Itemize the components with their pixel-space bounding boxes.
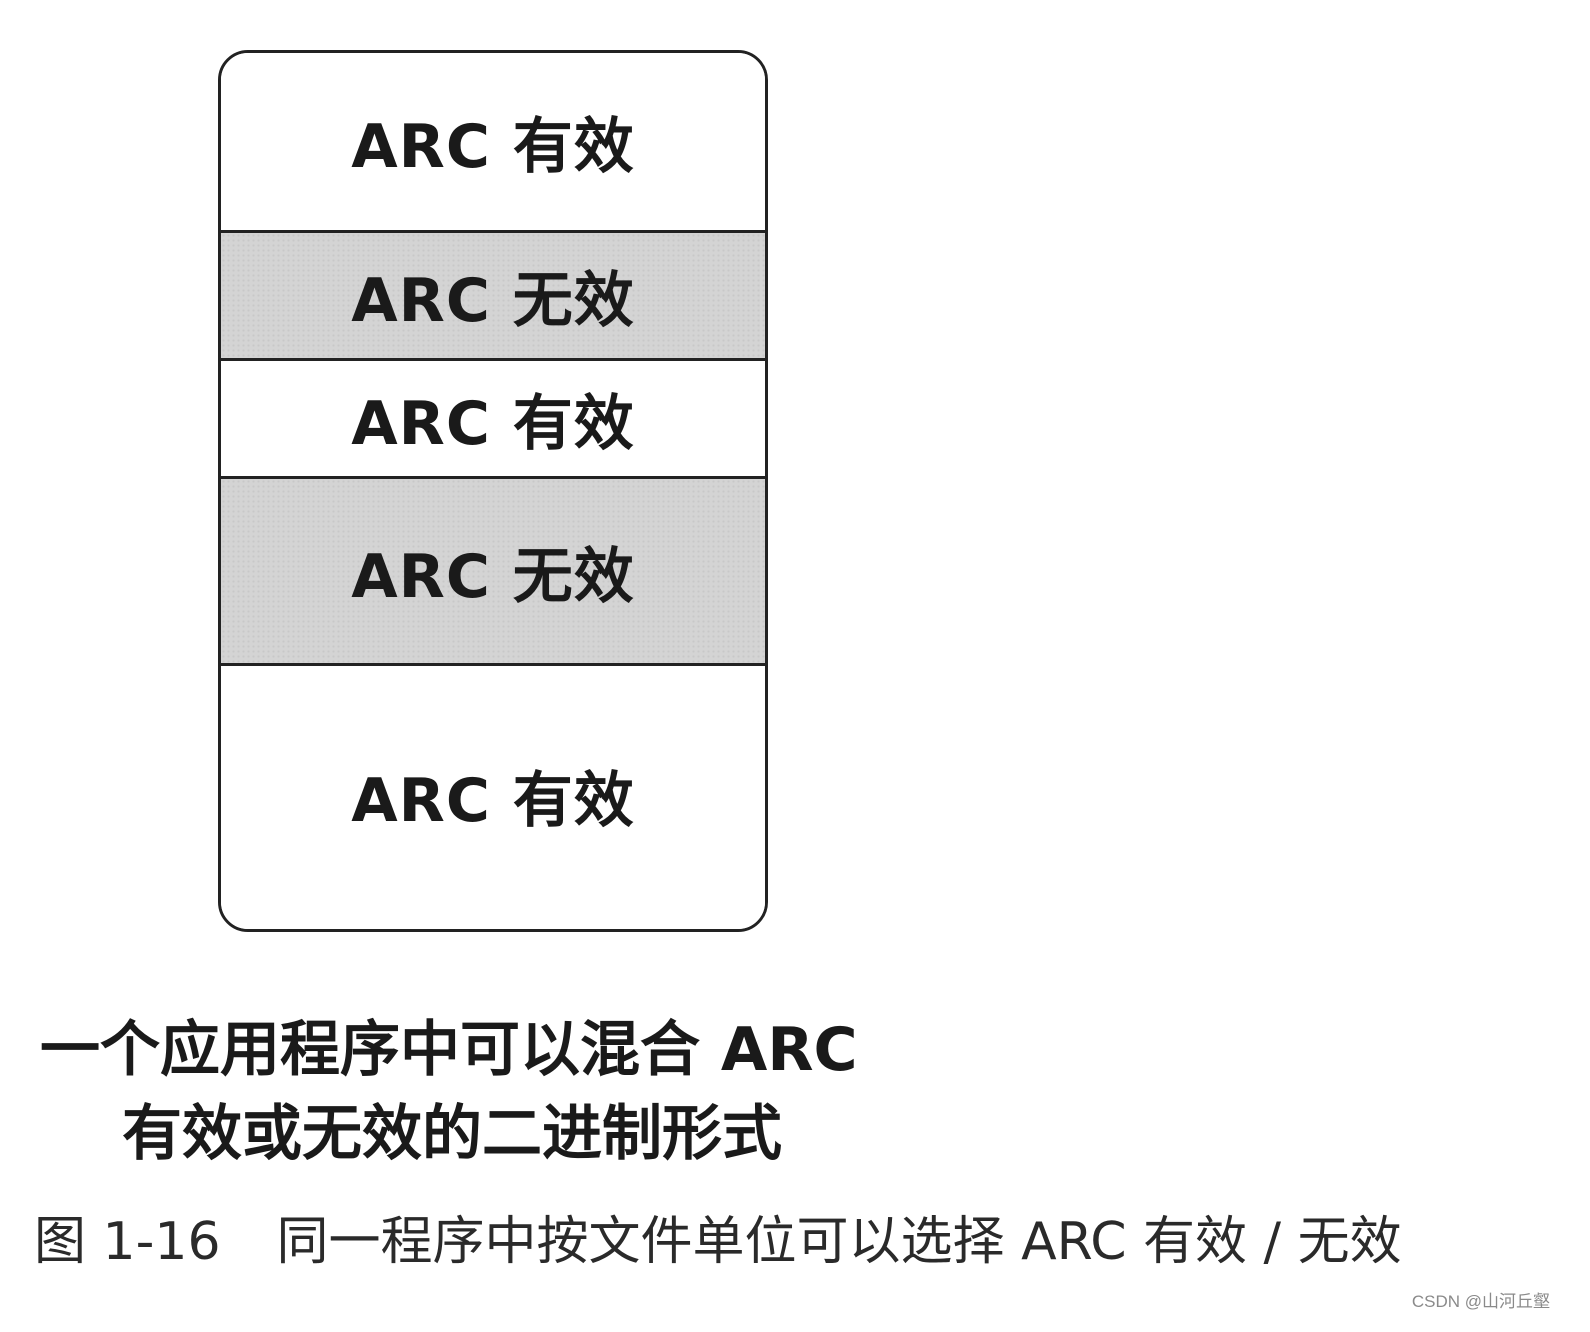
segment-arc-enabled: ARC 有效 <box>221 53 765 230</box>
binary-stack: ARC 有效 ARC 无效 ARC 有效 ARC 无效 ARC 有效 <box>218 50 768 932</box>
figure-number: 图 1-16 <box>34 1212 221 1272</box>
segment-arc-disabled: ARC 无效 <box>221 476 765 663</box>
segment-arc-enabled: ARC 有效 <box>221 663 765 929</box>
diagram-note: 一个应用程序中可以混合 ARC 有效或无效的二进制形式 <box>40 1008 858 1176</box>
segment-arc-disabled: ARC 无效 <box>221 230 765 358</box>
note-line-1: 一个应用程序中可以混合 ARC <box>40 1015 858 1085</box>
figure-caption: 图 1-16 同一程序中按文件单位可以选择 ARC 有效 / 无效 <box>34 1210 1402 1274</box>
figure-caption-text: 同一程序中按文件单位可以选择 ARC 有效 / 无效 <box>276 1212 1402 1272</box>
segment-arc-enabled: ARC 有效 <box>221 358 765 476</box>
watermark: CSDN @山河丘壑 <box>1411 1292 1550 1311</box>
note-line-2: 有效或无效的二进制形式 <box>122 1099 782 1169</box>
